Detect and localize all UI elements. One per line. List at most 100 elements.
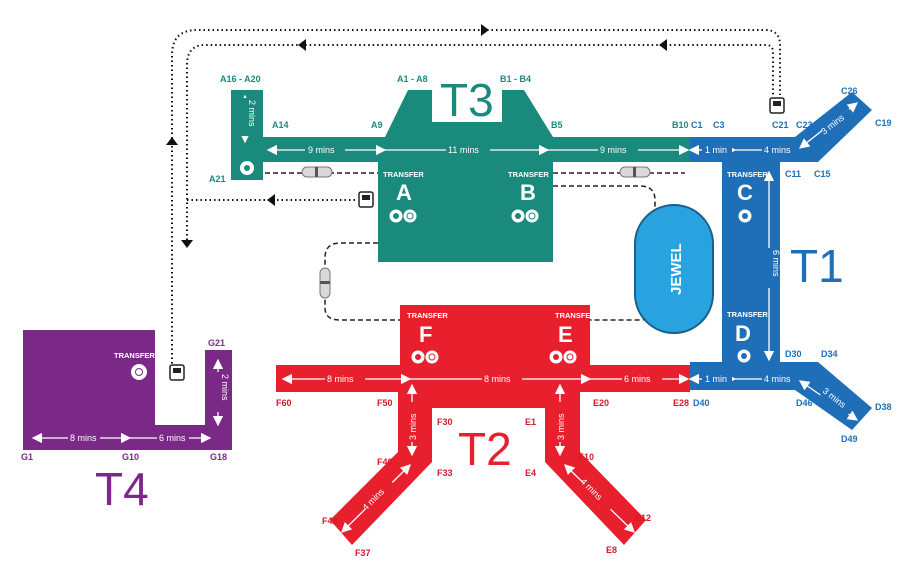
transfer-letter: D: [735, 321, 751, 346]
transfer-letter: B: [520, 180, 536, 205]
walk-time: 3 mins: [408, 413, 418, 440]
terminal-4-shape: [23, 330, 232, 450]
terminal-3-shape: [231, 90, 690, 262]
walk-time: 1 min: [705, 145, 727, 155]
transfer-desk-icon: [525, 209, 539, 223]
jewel-building[interactable]: [634, 204, 714, 334]
arrow-icon: [481, 24, 489, 36]
walk-time: 8 mins: [327, 374, 354, 384]
skytrain-icon: [319, 267, 331, 299]
transfer-desk-icon: [425, 350, 439, 364]
transfer-area-c[interactable]: TRANSFER C: [727, 170, 768, 223]
arrow-icon: [267, 194, 275, 206]
transfer-area-t4[interactable]: TRANSFER: [114, 351, 155, 380]
gate-label: C3: [713, 120, 725, 130]
transfer-heading: TRANSFER: [383, 170, 424, 179]
gate-labels: A16 - A20 A14 A21 A9 A1 - A8 B1 - B4 B5 …: [21, 74, 892, 558]
gate-label: E4: [525, 468, 536, 478]
skytrain-icon: [301, 166, 333, 178]
gate-label: E28: [673, 398, 689, 408]
transfer-area-b[interactable]: TRANSFER B: [508, 170, 549, 223]
gate-label: E1: [525, 417, 536, 427]
bus-route-arrows: [166, 24, 667, 248]
gate-label: A21: [209, 174, 226, 184]
walk-time: 2 mins: [220, 374, 230, 401]
skytrain-icon: [619, 166, 651, 178]
gate-label: F42: [322, 516, 338, 526]
gate-label: C23: [796, 120, 813, 130]
walk-time: 9 mins: [308, 145, 335, 155]
gate-label: F60: [276, 398, 292, 408]
gate-label: F40: [377, 457, 393, 467]
arrow-icon: [166, 137, 178, 145]
gate-label: D38: [875, 402, 892, 412]
gate-label: C11: [785, 169, 801, 179]
gate-label: C1: [691, 120, 703, 130]
transfer-heading: TRANSFER: [407, 311, 448, 320]
gate-label: C19: [875, 118, 892, 128]
gate-label: F30: [437, 417, 453, 427]
gate-label: F33: [437, 468, 453, 478]
transfer-letter: F: [419, 322, 432, 347]
arrow-icon: [181, 240, 193, 248]
gate-label: F37: [355, 548, 371, 558]
transfer-heading: TRANSFER: [114, 351, 155, 360]
transfer-desk-icon: [131, 364, 147, 380]
arrow-icon: [298, 39, 306, 51]
transfer-letter: C: [737, 180, 753, 205]
transfer-heading: TRANSFER: [727, 310, 768, 319]
transfer-area-e[interactable]: TRANSFER E: [549, 311, 597, 364]
bus-icon[interactable]: [169, 364, 185, 381]
terminal-label-t3: T3: [440, 74, 494, 126]
gate-label: D30: [785, 349, 802, 359]
gate-label: A1 - A8: [397, 74, 428, 84]
walk-time: 8 mins: [70, 433, 97, 443]
walk-time: 4 mins: [764, 145, 791, 155]
walk-time: 8 mins: [484, 374, 511, 384]
gate-label: C15: [814, 169, 831, 179]
gate-label: B5: [551, 120, 563, 130]
transfer-area-d[interactable]: TRANSFER D: [727, 310, 768, 363]
gate-label: E20: [593, 398, 609, 408]
transfer-heading: TRANSFER: [727, 170, 768, 179]
gate-label: B1 - B4: [500, 74, 531, 84]
walk-time: 6 mins: [771, 250, 781, 277]
walk-time: 11 mins: [448, 145, 479, 155]
jewel-label: JEWEL: [668, 243, 685, 295]
transfer-heading: TRANSFER: [555, 311, 596, 320]
walk-time: 6 mins: [624, 374, 651, 384]
gate-label: G10: [122, 452, 139, 462]
transfer-desk-icon: [563, 350, 577, 364]
transfer-heading: TRANSFER: [508, 170, 549, 179]
terminal-label-t2: T2: [458, 423, 512, 475]
bus-icon[interactable]: [358, 191, 374, 208]
bus-icon[interactable]: [769, 97, 785, 114]
terminal-label-t4: T4: [95, 463, 149, 515]
gate-label: D49: [841, 434, 858, 444]
gate-label: C21: [772, 120, 789, 130]
gate-label: D40: [693, 398, 710, 408]
transfer-area-a[interactable]: TRANSFER A: [383, 170, 424, 223]
gate-label: A9: [371, 120, 383, 130]
gate-label: A16 - A20: [220, 74, 261, 84]
walk-time: 1 min: [705, 374, 727, 384]
transfer-desk-icon: [403, 209, 417, 223]
gate-label: G18: [210, 452, 227, 462]
gate-label: E10: [578, 452, 594, 462]
walk-time: 4 mins: [764, 374, 791, 384]
terminal-1-shape: [690, 92, 872, 430]
walk-time: 9 mins: [600, 145, 627, 155]
gate-label: F50: [377, 398, 393, 408]
gate-label: C26: [841, 86, 858, 96]
terminal-label-t1: T1: [790, 240, 844, 292]
walk-time: 6 mins: [159, 433, 186, 443]
transfer-letter: A: [396, 180, 412, 205]
transfer-area-f[interactable]: TRANSFER F: [407, 311, 448, 364]
gate-label: B10: [672, 120, 689, 130]
arrow-icon: [659, 39, 667, 51]
gate-label: A14: [272, 120, 289, 130]
walk-time: 3 mins: [556, 413, 566, 440]
gate-label: D46: [796, 398, 813, 408]
gate-label: G21: [208, 338, 225, 348]
gate-label: E8: [606, 545, 617, 555]
